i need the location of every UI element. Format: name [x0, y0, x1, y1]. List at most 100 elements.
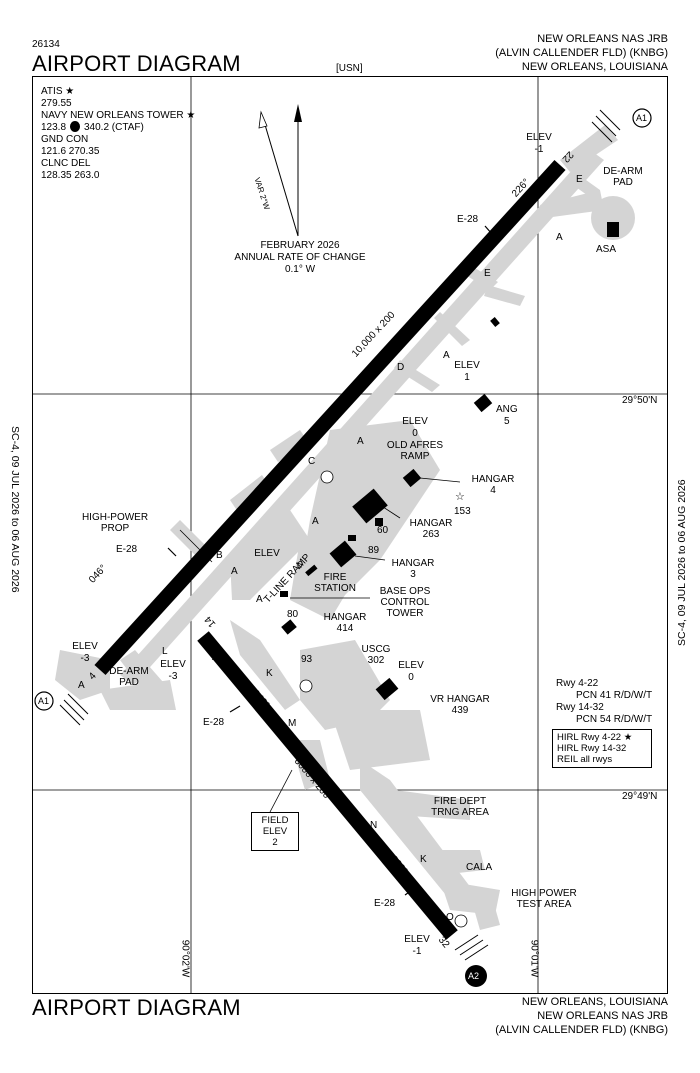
taxiway-c: C [308, 456, 316, 467]
taxiway-k-2: K [420, 854, 427, 865]
clearance-frequency: 128.35 263.0 [41, 170, 100, 181]
hangar-3-label: HANGAR 3 [391, 558, 435, 580]
elev-label-32: ELEV [404, 934, 430, 945]
helipads [299, 470, 468, 928]
elev-value-tline: 0 [297, 560, 303, 571]
asa-label: ASA [596, 244, 617, 255]
chart-title-bottom: AIRPORT DIAGRAM [32, 995, 241, 1020]
e28-label-32: E-28 [374, 898, 396, 909]
field-elev-label: ELEV [262, 826, 288, 837]
fire-station-label: FIRE STATION [314, 572, 356, 594]
approach-lights [59, 109, 621, 961]
leader-lines [179, 477, 461, 813]
pcn-value-14-32: PCN 54 R/D/W/T [576, 714, 653, 725]
high-power-test-label: HIGH POWER TEST AREA [511, 888, 577, 910]
star-153-icon: ☆ [455, 491, 465, 503]
tower-label: NAVY NEW ORLEANS TOWER ★ [41, 110, 196, 121]
buildings [280, 222, 619, 701]
pcn-value-4-22: PCN 41 R/D/W/T [576, 690, 653, 701]
ang-label: ANG [496, 404, 518, 415]
chart-number: 26134 [32, 39, 60, 50]
elev-label-ang: ELEV [454, 360, 480, 371]
field-elevation-box: FIELD ELEV 2 [251, 812, 299, 851]
elev-label-vr: ELEV [398, 660, 424, 671]
mag-date: FEBRUARY 2026 [260, 240, 340, 251]
old-afres-ramp: OLD AFRES RAMP [386, 440, 444, 462]
location-bottom: NEW ORLEANS, LOUISIANA [521, 996, 668, 1008]
longitude-label-2: 90°01'W [528, 939, 540, 978]
building-153: 153 [454, 506, 471, 517]
airport-sub-top: (ALVIN CALLENDER FLD) (KNBG) [495, 47, 668, 59]
airport-name-bottom: NEW ORLEANS NAS JRB [537, 1010, 668, 1022]
latitude-label-1: 29°50'N [622, 395, 658, 406]
lighting-box: HIRL Rwy 4-22 ★ HIRL Rwy 14-32 REIL all … [552, 729, 652, 768]
atis-label: ATIS ★ [41, 86, 75, 97]
taxiway-n: N [370, 820, 378, 831]
hold-markings [167, 225, 493, 896]
taxiway-a-4: A [312, 516, 319, 527]
elev-value-32: -1 [412, 946, 422, 957]
taxiway-m: M [288, 718, 297, 729]
taxiway-l: L [162, 646, 168, 657]
elev-value-afres: 0 [412, 428, 418, 439]
e28-label-sw: E-28 [116, 544, 138, 555]
atis-frequency: 279.55 [41, 98, 72, 109]
clearance-label: CLNC DEL [41, 158, 91, 169]
pcn-rwy-14-32: Rwy 14-32 [556, 702, 604, 713]
elev-label-14: ELEV [160, 659, 186, 670]
elev-label-22: ELEV [526, 132, 552, 143]
ang-number: 5 [504, 416, 510, 427]
taxiway-a-1: A [556, 232, 563, 243]
runway-4-22 [94, 159, 566, 676]
taxiway-e: E [484, 268, 491, 279]
building-89: 89 [368, 545, 380, 556]
mag-rate-label: ANNUAL RATE OF CHANGE [234, 252, 366, 263]
chart-title-top: AIRPORT DIAGRAM [32, 51, 241, 76]
tower-frequency: 123.8 [41, 122, 67, 133]
hotspot-a2: A2 [468, 971, 480, 981]
airport-name-top: NEW ORLEANS NAS JRB [537, 33, 668, 45]
elev-value-vr: 0 [408, 672, 414, 683]
building-93: 93 [301, 654, 313, 665]
taxiway-a-7: A [212, 652, 219, 663]
ground-frequency: 121.6 270.35 [41, 146, 100, 157]
base-ops-label: BASE OPS CONTROL TOWER [379, 586, 431, 619]
taxiway-b: B [216, 550, 223, 561]
lighting-l-icon [70, 121, 80, 132]
lighting-line-2: HIRL Rwy 14-32 [557, 743, 627, 754]
building-60: 60 [377, 525, 389, 536]
taxiway-f: E [576, 174, 583, 185]
e28-label-14: E-28 [203, 717, 225, 728]
elev-value-22: -1 [534, 144, 544, 155]
field-label: FIELD [261, 815, 289, 826]
runway-14-32 [197, 631, 458, 940]
hangar-414-label: HANGAR 414 [323, 612, 367, 634]
dearm-pad-sw: DE-ARM PAD [109, 666, 149, 688]
hotspot-circles [34, 108, 652, 711]
hotspot-a2-circle [465, 965, 487, 987]
uscg-label: USCG 302 [361, 644, 391, 666]
dearm-pad-ne: DE-ARM PAD [603, 166, 643, 188]
ground-label: GND CON [41, 134, 89, 145]
location-top: NEW ORLEANS, LOUISIANA [521, 61, 668, 73]
elev-value-4: -3 [80, 653, 90, 664]
longitude-label-1: 90°02'W [179, 939, 191, 978]
taxiway-a-3: A [357, 436, 364, 447]
taxiway-a-8: A [78, 680, 85, 691]
field-elev-value: 2 [272, 837, 278, 848]
elev-label-tline: ELEV [254, 548, 280, 559]
taxiway-o: O [446, 912, 454, 923]
fire-dept-label: FIRE DEPT TRNG AREA [431, 796, 489, 818]
field-elevation-point [293, 764, 299, 770]
vr-hangar-label: VR HANGAR 439 [430, 694, 490, 716]
building-80: 80 [287, 609, 299, 620]
e28-label-ne: E-28 [457, 214, 479, 225]
airport-sub-bottom: (ALVIN CALLENDER FLD) (KNBG) [495, 1024, 668, 1036]
elev-label-afres: ELEV [402, 416, 428, 427]
hangar-4-label: HANGAR 4 [471, 474, 515, 496]
usn-label: [USN] [336, 63, 363, 74]
elev-value-ang: 1 [464, 372, 470, 383]
tower-frequency-2: 340.2 (CTAF) [84, 122, 144, 133]
high-power-prop-label: HIGH-POWER PROP [81, 512, 149, 534]
